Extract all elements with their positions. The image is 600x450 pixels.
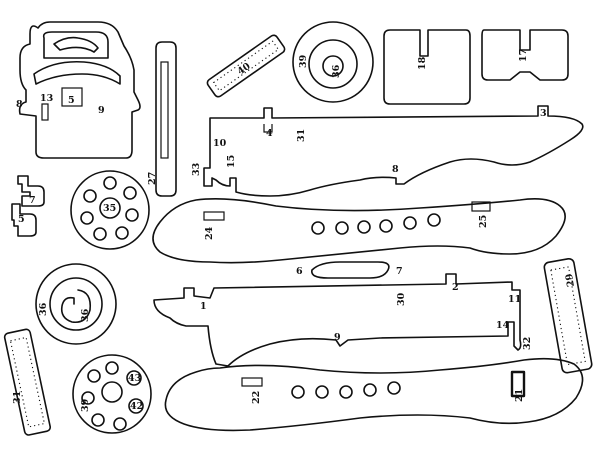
chassis-side-upper: 3 4 31 10 33 15 8	[191, 105, 584, 197]
part-number: 1	[200, 301, 207, 312]
dotted-plank-29: 29	[543, 257, 593, 374]
part-number: 36	[38, 302, 49, 316]
numbered-wheel: 39 43 42	[72, 354, 152, 434]
part-number: 21	[514, 389, 525, 402]
panel-17: 17	[481, 29, 569, 81]
part-number: 4	[266, 128, 273, 139]
spiral-wheel: 36 36	[35, 263, 117, 345]
part-number: 5	[18, 214, 25, 225]
part-number: 17	[518, 49, 529, 62]
part-number: 35	[103, 203, 116, 214]
part-number: 6	[296, 266, 303, 277]
chassis-side-lower: 1 2 30 11 14 32 9	[153, 273, 533, 367]
part-number: 31	[12, 391, 23, 404]
perforated-wheel: 35	[70, 170, 150, 250]
part-number: 39	[80, 398, 91, 412]
hook-part: 7	[17, 175, 45, 207]
part-number: 7	[29, 195, 36, 206]
fuselage-lower: 22 21	[164, 357, 584, 432]
dotted-plank-31	[3, 328, 52, 436]
part-number: 42	[130, 401, 143, 412]
part-number: 8	[392, 164, 399, 175]
part-number: 15	[226, 155, 237, 168]
part-number: 18	[417, 56, 428, 70]
part-number: 9	[334, 332, 341, 343]
part-number: 39	[298, 54, 309, 68]
part-number: 11	[508, 294, 521, 305]
dotted-plank: 40	[206, 34, 286, 98]
part-number: 32	[522, 337, 533, 350]
part-number: 8	[16, 99, 23, 110]
part-number: 27	[147, 172, 158, 185]
fuselage-upper: 24 25	[152, 198, 566, 264]
cab-front-panel: 8 13 5 9	[16, 21, 141, 159]
concentric-wheel: 39 36	[292, 21, 374, 103]
part-number: 2	[452, 282, 459, 293]
slot-piece: 6 7	[296, 261, 403, 279]
part-number: 31	[296, 129, 307, 142]
part-number: 43	[128, 373, 141, 384]
part-number: 3	[540, 108, 547, 119]
part-number: 33	[191, 163, 202, 176]
part-number: 14	[496, 320, 510, 331]
slotted-bar: 27	[147, 41, 177, 197]
part-number: 10	[213, 138, 227, 149]
part-number: 30	[396, 292, 407, 306]
part-number: 29	[564, 272, 577, 287]
part-number: 36	[80, 308, 91, 322]
part-number: 24	[204, 226, 215, 240]
part-number: 22	[251, 391, 262, 404]
part-number: 25	[478, 215, 489, 228]
part-number: 36	[331, 64, 342, 78]
part-number: 13	[40, 93, 53, 104]
hook-part: 5	[11, 203, 37, 237]
panel-18: 18	[383, 29, 471, 105]
part-number: 5	[68, 95, 75, 106]
part-number: 7	[396, 266, 403, 277]
part-number: 9	[98, 105, 105, 116]
